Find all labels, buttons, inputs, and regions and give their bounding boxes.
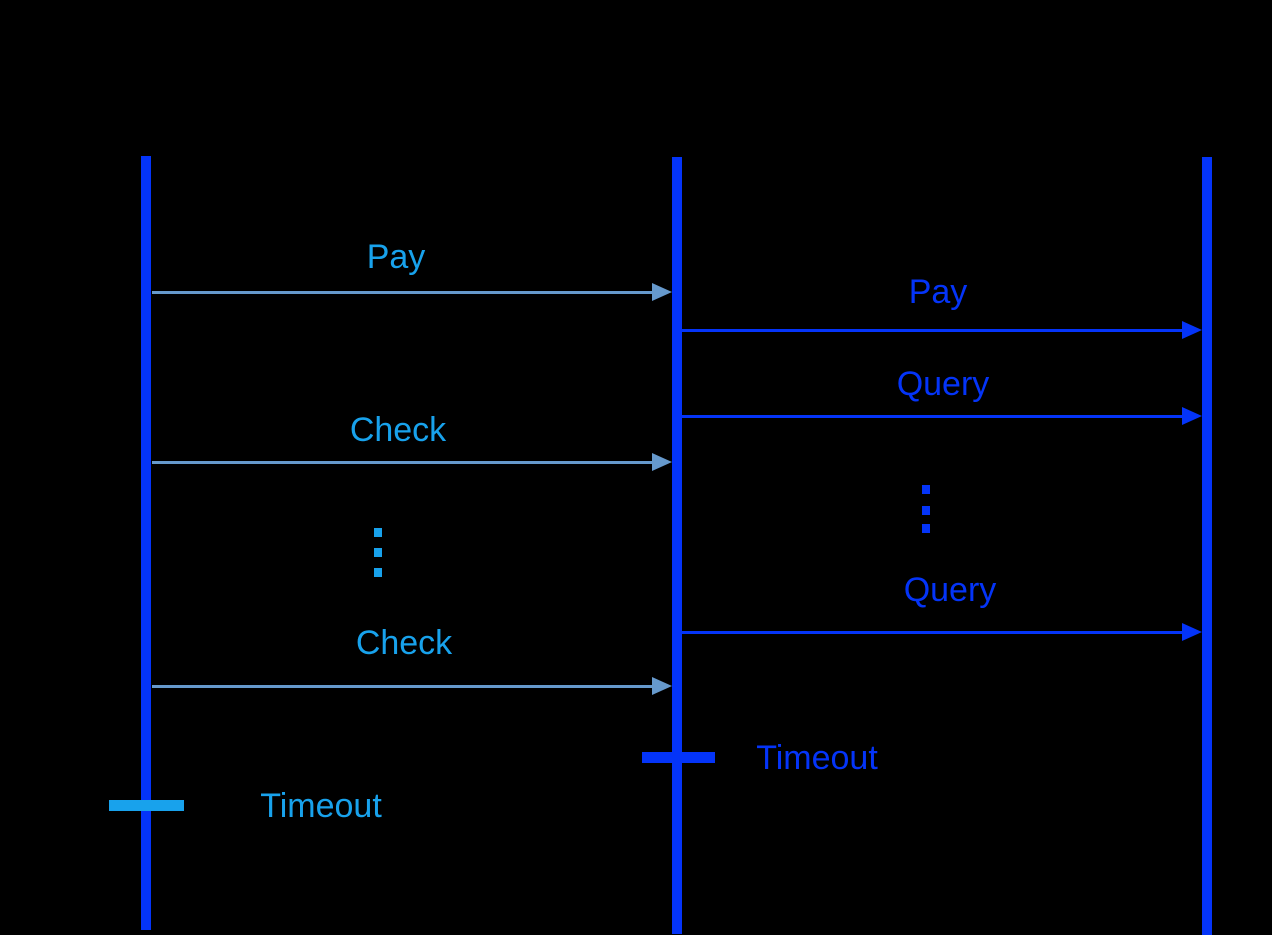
message-arrow-line bbox=[682, 329, 1182, 332]
message-arrow-line bbox=[682, 631, 1182, 634]
message-label-check: Check bbox=[349, 411, 447, 449]
ellipsis-dot bbox=[374, 528, 382, 537]
message-label-check: Check bbox=[355, 624, 453, 662]
ellipsis-dot bbox=[374, 568, 382, 577]
timeout-label: Timeout bbox=[260, 787, 382, 825]
lifeline-middle bbox=[672, 157, 682, 934]
message-arrow-line bbox=[682, 415, 1182, 418]
arrowhead-right-icon bbox=[1182, 321, 1202, 339]
arrowhead-right-icon bbox=[1182, 623, 1202, 641]
arrowhead-right-icon bbox=[652, 283, 672, 301]
message-label-pay: Pay bbox=[908, 273, 968, 311]
arrowhead-right-icon bbox=[652, 453, 672, 471]
ellipsis-dot bbox=[922, 506, 930, 515]
ellipsis-dot bbox=[374, 548, 382, 557]
arrowhead-right-icon bbox=[652, 677, 672, 695]
message-label-pay: Pay bbox=[366, 238, 426, 276]
arrowhead-right-icon bbox=[1182, 407, 1202, 425]
message-arrow-line bbox=[152, 461, 652, 464]
timeout-label: Timeout bbox=[756, 739, 878, 777]
ellipsis-dot bbox=[922, 524, 930, 533]
timeout-tick bbox=[642, 752, 715, 763]
message-arrow-line bbox=[152, 685, 652, 688]
message-label-query: Query bbox=[903, 571, 997, 609]
message-arrow-line bbox=[152, 291, 652, 294]
ellipsis-dot bbox=[922, 485, 930, 494]
message-label-query: Query bbox=[896, 365, 990, 403]
lifeline-right bbox=[1202, 157, 1212, 935]
timeout-tick bbox=[109, 800, 184, 811]
lifeline-left bbox=[141, 156, 151, 930]
